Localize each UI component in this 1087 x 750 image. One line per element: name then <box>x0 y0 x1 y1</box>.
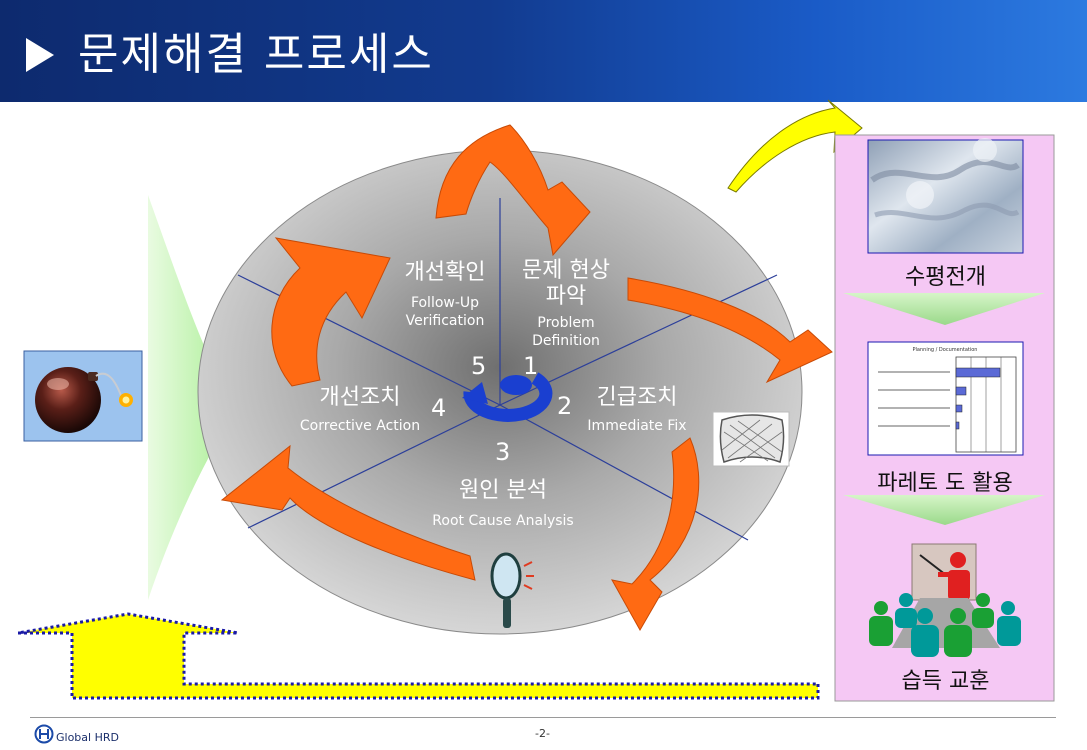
stage-2-subtitle: Immediate Fix <box>587 418 687 434</box>
stage-5-subtitle-line1: Follow-Up <box>410 295 480 311</box>
stage-1-subtitle-line1: Problem <box>537 315 595 331</box>
arrow-to-root-cause <box>611 437 700 632</box>
play-arrow-icon <box>26 38 54 72</box>
stage-2-number: 2 <box>557 392 573 420</box>
side-step-2-label: 파레토 도 활용 <box>877 471 1013 496</box>
side-step-3-label: 습득 교훈 <box>901 669 990 694</box>
stage-1-number: 1 <box>523 352 539 380</box>
arrow-to-verification <box>271 237 391 387</box>
bomb-icon <box>23 350 143 442</box>
stage-3-label: 원인 분석 Root Cause Analysis <box>420 478 586 530</box>
globe-logo-icon <box>34 724 54 744</box>
stage-1-label: 문제 현상 파악 Problem Definition <box>505 258 627 350</box>
footer-brand: Global HRD <box>56 731 119 744</box>
stage-5-label: 개선확인 Follow-Up Verification <box>385 260 505 330</box>
presentation-icon <box>869 543 1021 657</box>
stage-2-title: 긴급조치 <box>596 385 678 410</box>
stage-4-number: 4 <box>431 394 447 422</box>
stage-1-title-line1: 문제 현상 <box>522 258 610 283</box>
stage-4-title: 개선조치 <box>319 385 401 410</box>
arrow-to-corrective <box>220 444 476 581</box>
stage-5-title: 개선확인 <box>404 260 486 285</box>
stage-3-title: 원인 분석 <box>459 478 547 503</box>
feedback-arrow <box>17 612 820 700</box>
stage-5-number: 5 <box>471 352 487 380</box>
green-input-arrow <box>148 195 236 600</box>
down-arrow-1 <box>843 293 1045 325</box>
page-title: 문제해결 프로세스 <box>78 29 434 80</box>
pareto-chart-title: Planning / Documentation <box>913 347 978 353</box>
stage-4-subtitle: Corrective Action <box>299 418 421 434</box>
side-step-1-label: 수평전개 <box>905 265 986 290</box>
stage-4-label: 개선조치 Corrective Action <box>290 385 430 435</box>
magnifier-icon <box>490 552 534 628</box>
stage-1-title-line2: 파악 <box>545 284 587 309</box>
stage-1-subtitle-line2: Definition <box>532 333 600 349</box>
net-icon <box>712 411 790 467</box>
stage-2-label: 긴급조치 Immediate Fix <box>580 385 694 435</box>
title-bar: 문제해결 프로세스 <box>0 0 1087 102</box>
photo-image <box>867 138 1024 254</box>
down-arrow-2 <box>843 495 1045 525</box>
footer-divider <box>30 717 1056 718</box>
stage-3-subtitle: Root Cause Analysis <box>432 513 574 529</box>
pareto-chart-image <box>867 341 1024 456</box>
stage-5-subtitle-line2: Verification <box>405 313 485 329</box>
cycle-center-icon <box>462 372 553 422</box>
page-number: -2- <box>535 727 550 740</box>
arrow-to-immediate-fix <box>627 277 833 384</box>
arrow-to-definition <box>435 124 591 257</box>
stage-3-number: 3 <box>495 438 511 466</box>
process-arrows <box>220 124 833 632</box>
